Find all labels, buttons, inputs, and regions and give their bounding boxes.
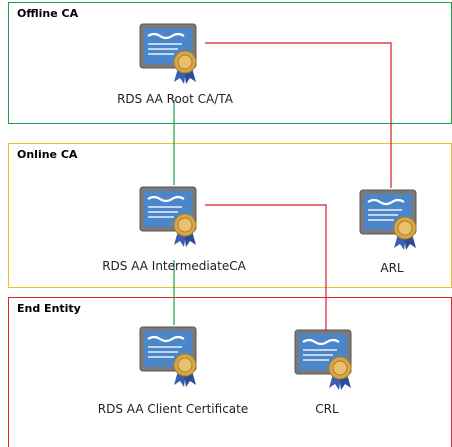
end-entity-title: End Entity bbox=[17, 302, 81, 315]
client-certificate-icon bbox=[139, 326, 197, 387]
client-certificate-label: RDS AA Client Certificate bbox=[97, 402, 249, 416]
intermediate-to-crl-line bbox=[205, 204, 327, 330]
intermediate-certificate-label: RDS AA IntermediateCA bbox=[102, 259, 246, 273]
arl-certificate-icon bbox=[359, 189, 417, 250]
crl-certificate-label: CRL bbox=[315, 402, 339, 416]
root-to-arl-line bbox=[205, 42, 392, 188]
root-certificate-label: RDS AA Root CA/TA bbox=[117, 92, 233, 106]
online-ca-title: Online CA bbox=[17, 148, 78, 161]
root-certificate-icon bbox=[139, 23, 197, 84]
offline-ca-title: Offline CA bbox=[17, 7, 79, 20]
crl-certificate-icon bbox=[294, 329, 352, 390]
arl-certificate-label: ARL bbox=[380, 261, 404, 275]
intermediate-certificate-icon bbox=[139, 186, 197, 247]
